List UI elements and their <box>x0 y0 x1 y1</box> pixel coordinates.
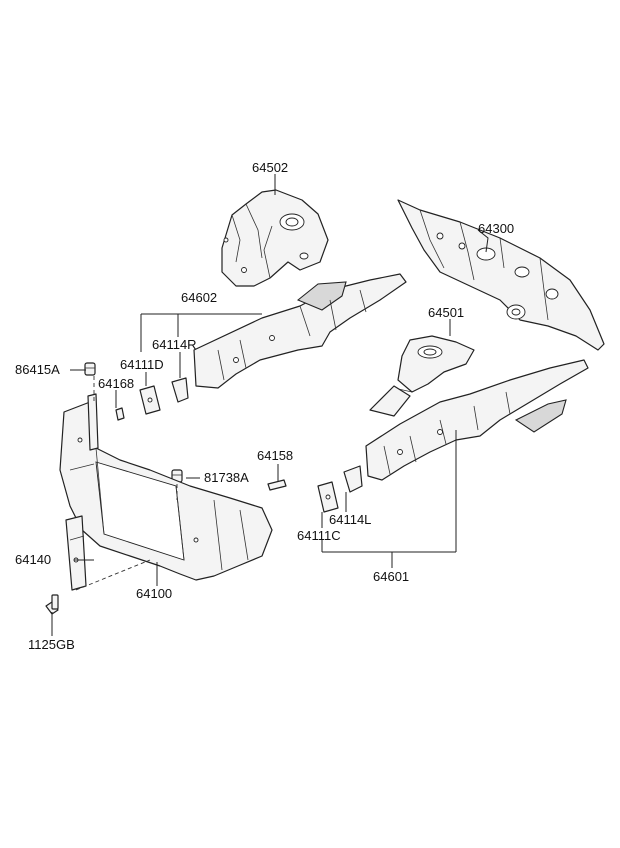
bracket-64140-part <box>65 515 87 591</box>
callout-64114l: 64114L <box>329 512 371 527</box>
callout-64140: 64140 <box>15 552 51 567</box>
assembly-line-a <box>75 559 151 591</box>
callout-64501: 64501 <box>428 305 464 320</box>
callout-64300: 64300 <box>478 221 514 236</box>
callout-81738a: 81738A <box>204 470 249 485</box>
callout-64602: 64602 <box>181 290 217 305</box>
bracket-64111d <box>139 385 161 415</box>
fastener-86415a <box>84 362 96 376</box>
bolt-64158 <box>267 479 287 491</box>
callout-64111c: 64111C <box>297 528 341 543</box>
fender-apron-part <box>221 189 329 287</box>
callout-64601: 64601 <box>373 569 409 584</box>
callout-64111d: 64111D <box>120 357 164 372</box>
front-side-member-rh-part <box>193 273 407 389</box>
callout-86415a: 86415A <box>15 362 60 377</box>
callout-64114r: 64114R <box>152 337 197 352</box>
bracket-64111c <box>317 481 339 513</box>
bracket-64114r <box>171 377 189 403</box>
callout-64502: 64502 <box>252 160 288 175</box>
fender-apron-lh-part <box>369 335 475 417</box>
callout-64100: 64100 <box>136 586 172 601</box>
dash-panel-part <box>397 199 605 351</box>
callout-1125gb: 1125GB <box>28 637 75 652</box>
bracket-64114l <box>343 465 363 493</box>
radiator-support-part <box>59 393 273 581</box>
callout-64158: 64158 <box>257 448 293 463</box>
bolt-1125gb-part <box>45 594 59 615</box>
front-side-member-lh-part <box>365 359 589 481</box>
leader-lines <box>51 174 489 636</box>
clip-64168 <box>115 407 125 421</box>
callout-64168: 64168 <box>98 376 134 391</box>
